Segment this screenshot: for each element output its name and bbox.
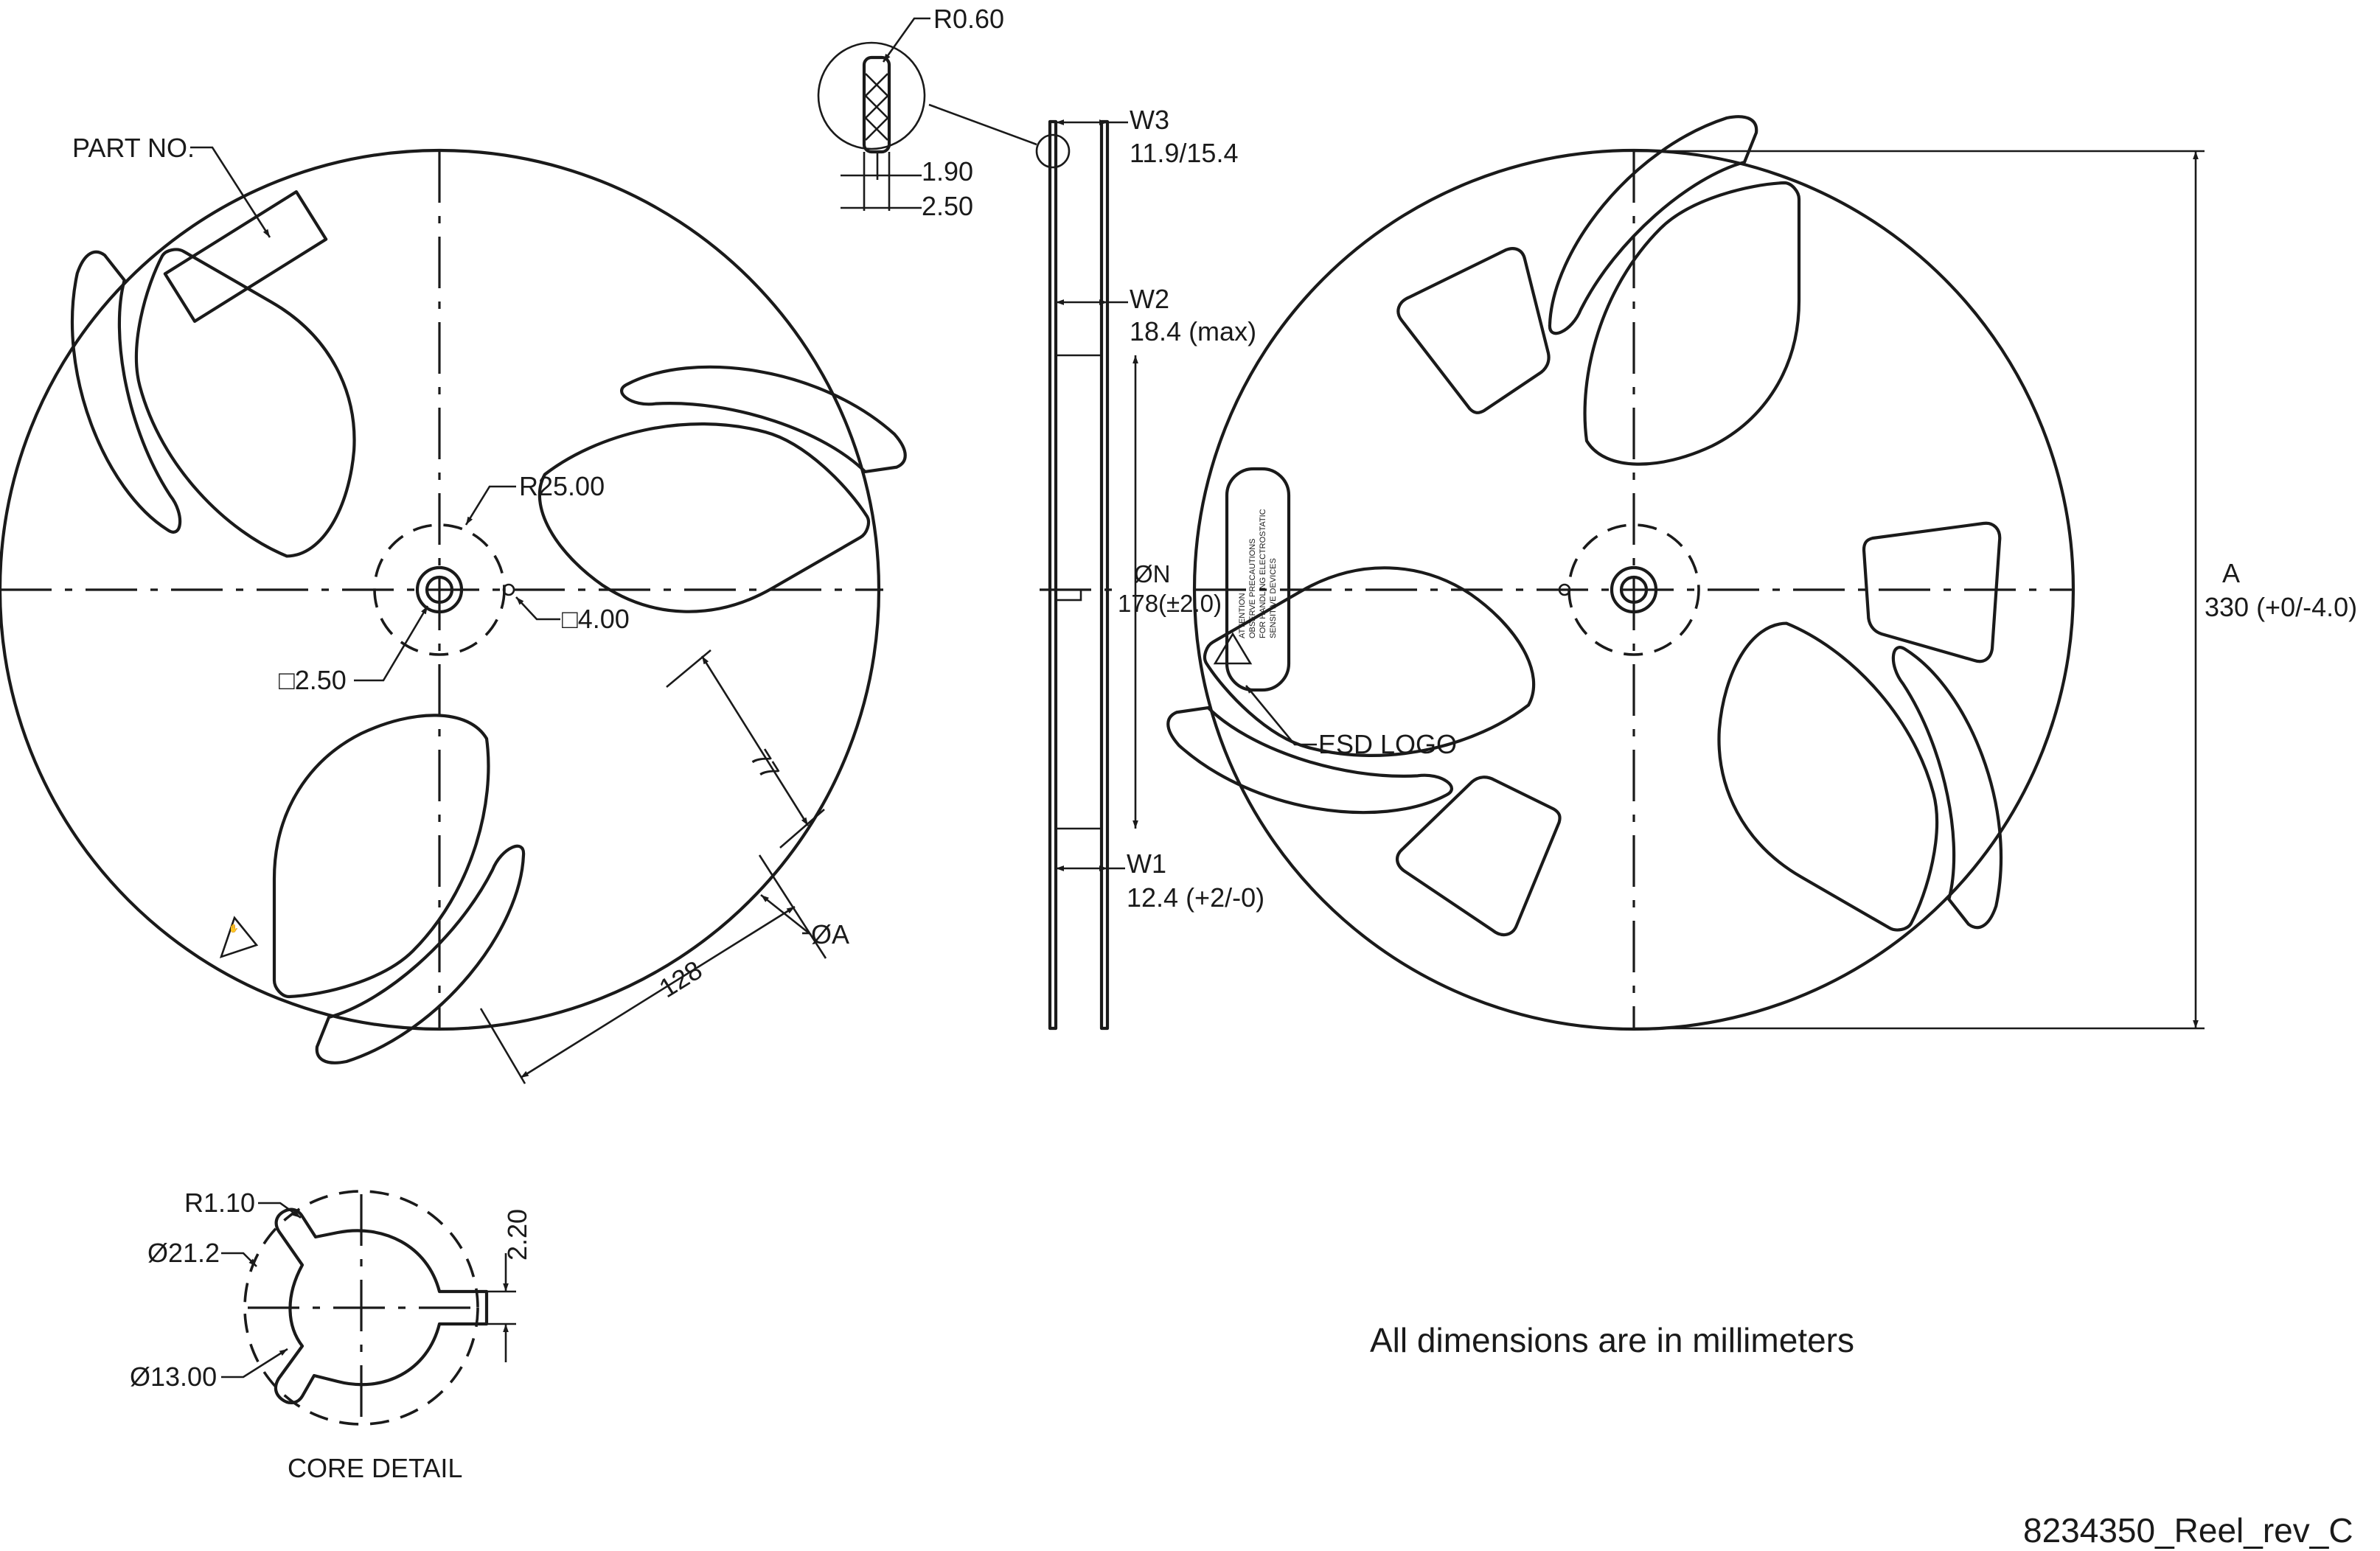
edge-detail-circle (817, 41, 926, 150)
units-note: All dimensions are in millimeters (1370, 1321, 1854, 1359)
inner-window (1583, 181, 1801, 466)
hub-radius-label: R25.00 (519, 471, 605, 501)
trapezoid-window (1862, 521, 2002, 663)
window-radius-ext-1 (479, 1008, 526, 1084)
edge-detail-leader (928, 103, 1037, 146)
esd-warning-text: ATTENTION OBSERVE PRECAUTIONS FOR HANDLI… (1238, 509, 1278, 638)
w3-value: 11.9/15.4 (1130, 138, 1238, 168)
w2-label: W2 (1130, 284, 1169, 314)
esd-logo-label: ESD LOGO (1318, 729, 1457, 759)
trapezoid-window (1396, 247, 1551, 414)
core-outer-dia-leader (221, 1252, 257, 1267)
part-no-label: PART NO. (72, 133, 195, 163)
center-hole (1619, 575, 1649, 604)
window-group (70, 248, 356, 558)
hub-radius-leader (464, 485, 516, 526)
core-fillet-leader (258, 1202, 302, 1219)
inner-window (1717, 621, 1939, 932)
outer-window (315, 844, 526, 1064)
esd-warning-plate (1225, 467, 1291, 692)
inner-window (537, 422, 871, 613)
core-detail-title: CORE DETAIL (288, 1453, 462, 1483)
window-group (1548, 115, 1801, 466)
window-width-ext-2 (779, 809, 825, 848)
hub-notch (1054, 588, 1082, 602)
esd-warning-line: ATTENTION (1238, 593, 1247, 638)
outer-dia-dim-line (760, 893, 812, 936)
esd-warning-line: FOR HANDLING ELECTROSTATIC (1259, 509, 1267, 638)
core-inner-dia-leader (221, 1348, 288, 1379)
part-no-leader (190, 146, 271, 238)
center-hole-label: □2.50 (279, 665, 347, 695)
esd-triangle-icon (1213, 632, 1253, 665)
drive-hole-label: □4.00 (562, 604, 630, 634)
window-group (272, 714, 526, 1064)
trapezoid-window-set (1395, 247, 2002, 937)
reel-side-view: R0.60 1.90 2.50 W3 11.9/15.4 W2 18.4 (ma… (817, 4, 1264, 1031)
drive-hole-leader (515, 596, 560, 621)
outer-window (620, 365, 907, 474)
reel-back-view: ATTENTION OBSERVE PRECAUTIONS FOR HANDLI… (1166, 115, 2357, 1031)
edge-section-hatch (865, 73, 888, 141)
reel-front-view: ✋ PART NO. R25.00 □4.00 □2.50 77 128 ØA (0, 133, 907, 1084)
inner-window (272, 714, 490, 999)
a-value: 330 (+0/-4.0) (2205, 592, 2357, 622)
core-ring (1610, 565, 1658, 614)
side-flange-right (1099, 119, 1110, 1031)
core-ring (415, 565, 464, 614)
outer-window (1891, 646, 2003, 930)
drive-hole (1558, 583, 1571, 596)
esd-warning-line: OBSERVE PRECAUTIONS (1248, 539, 1257, 639)
drawing-id: 8234350_Reel_rev_C (2023, 1511, 2353, 1550)
window-width-dim-line (700, 655, 810, 826)
core-inner-profile (274, 1207, 489, 1404)
center-hole-leader (354, 605, 429, 682)
window-group (537, 365, 907, 613)
window-set-right (1166, 115, 2003, 932)
part-number-label-area (163, 190, 328, 323)
w1-label: W1 (1127, 848, 1166, 879)
window-group (1166, 566, 1536, 815)
window-radius-dim-line (520, 905, 796, 1079)
trapezoid-window (1395, 776, 1562, 937)
hub-dia-label: ØN (1134, 560, 1171, 588)
outer-window (70, 250, 182, 534)
core-inner-dia-label: Ø13.00 (130, 1362, 217, 1392)
edge-radius-label: R0.60 (933, 4, 1004, 34)
outer-dia-label: ØA (811, 919, 849, 949)
outer-window (1166, 705, 1453, 815)
w1-value: 12.4 (+2/-0) (1127, 882, 1264, 913)
outer-window (1548, 115, 1758, 335)
window-radius-label: 128 (654, 955, 708, 1004)
w3-label: W3 (1130, 105, 1169, 135)
core-outer-diameter (243, 1190, 479, 1426)
w2-value: 18.4 (max) (1130, 316, 1256, 346)
core-detail: 2.20 R1.10 Ø21.2 Ø13.00 CORE DETAIL (130, 1188, 532, 1483)
drive-hole (502, 583, 515, 596)
window-width-ext-1 (666, 649, 711, 688)
edge-detail-callout (1035, 133, 1071, 169)
core-outer-dia-label: Ø21.2 (147, 1238, 220, 1268)
core-fillet-label: R1.10 (184, 1188, 255, 1218)
window-set-left (70, 248, 907, 1064)
inner-wall-label: 1.90 (922, 156, 973, 187)
window-group (1717, 621, 2003, 932)
outer-wall-label: 2.50 (922, 191, 973, 221)
a-label: A (2222, 558, 2240, 588)
inner-window (134, 248, 356, 558)
edge-radius-leader (882, 17, 930, 63)
esd-warning-line: SENSITIVE DEVICES (1269, 558, 1278, 638)
inner-window (1203, 566, 1536, 757)
center-hole (425, 575, 454, 604)
hub-dia-value: 178(±2.0) (1118, 590, 1222, 617)
esd-logo-leader (1245, 685, 1317, 746)
side-flange-left (1048, 119, 1058, 1031)
esd-logo-glyph: ✋ (229, 924, 239, 933)
esd-logo (219, 916, 259, 959)
core-slot-width-label: 2.20 (502, 1209, 532, 1261)
